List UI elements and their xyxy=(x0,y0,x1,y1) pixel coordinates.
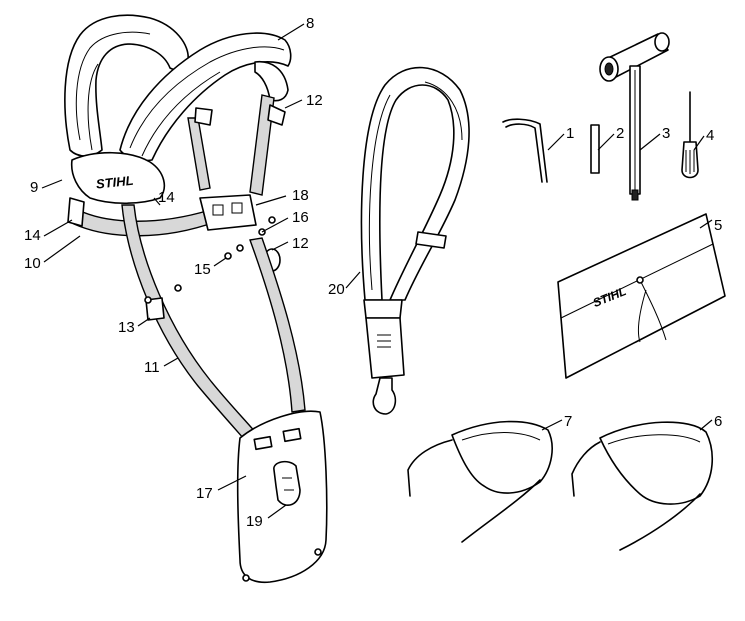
callout-7: 7 xyxy=(564,413,572,430)
callout-14-left: 14 xyxy=(24,227,41,244)
harness-back-plate xyxy=(70,151,166,204)
harness-assembly: STIHL xyxy=(64,14,328,584)
callout-10: 10 xyxy=(24,255,41,272)
long-strap xyxy=(121,204,263,449)
harness-brand-label: STIHL xyxy=(95,173,134,192)
screwdriver xyxy=(681,91,699,179)
callout-12-lower: 12 xyxy=(292,235,309,252)
callout-1: 1 xyxy=(566,125,574,142)
hip-pad-hook xyxy=(273,460,301,506)
single-shoulder-strap xyxy=(360,66,470,415)
drift-pin xyxy=(590,124,600,174)
callout-9: 9 xyxy=(30,179,38,196)
callout-3: 3 xyxy=(662,125,670,142)
allen-key xyxy=(502,118,548,183)
callout-5: 5 xyxy=(714,217,722,234)
callout-11: 11 xyxy=(144,359,160,376)
callout-13: 13 xyxy=(118,319,135,336)
callout-14-center: 14 xyxy=(158,189,175,206)
callout-20: 20 xyxy=(328,281,345,298)
callout-labels: 1 2 3 4 5 6 7 8 9 10 11 12 12 13 14 14 1… xyxy=(24,15,722,530)
callout-19: 19 xyxy=(246,513,263,530)
callout-4: 4 xyxy=(706,127,714,144)
callout-15: 15 xyxy=(194,261,211,278)
harness-strap-left xyxy=(187,117,211,191)
callout-16: 16 xyxy=(292,209,309,226)
combination-wrench xyxy=(599,32,670,201)
callout-12-top: 12 xyxy=(306,92,323,109)
safety-glasses-6 xyxy=(571,421,714,551)
callout-2: 2 xyxy=(616,125,624,142)
callout-8: 8 xyxy=(306,15,314,32)
center-buckle xyxy=(199,194,257,231)
callout-17: 17 xyxy=(196,485,213,502)
waist-belt xyxy=(73,209,216,237)
callout-18: 18 xyxy=(292,187,309,204)
leader-lines xyxy=(41,23,713,519)
right-shoulder-pad xyxy=(119,32,292,162)
safety-glasses-7 xyxy=(407,420,553,543)
callout-6: 6 xyxy=(714,413,722,430)
tool-pouch: STIHL xyxy=(557,213,726,379)
